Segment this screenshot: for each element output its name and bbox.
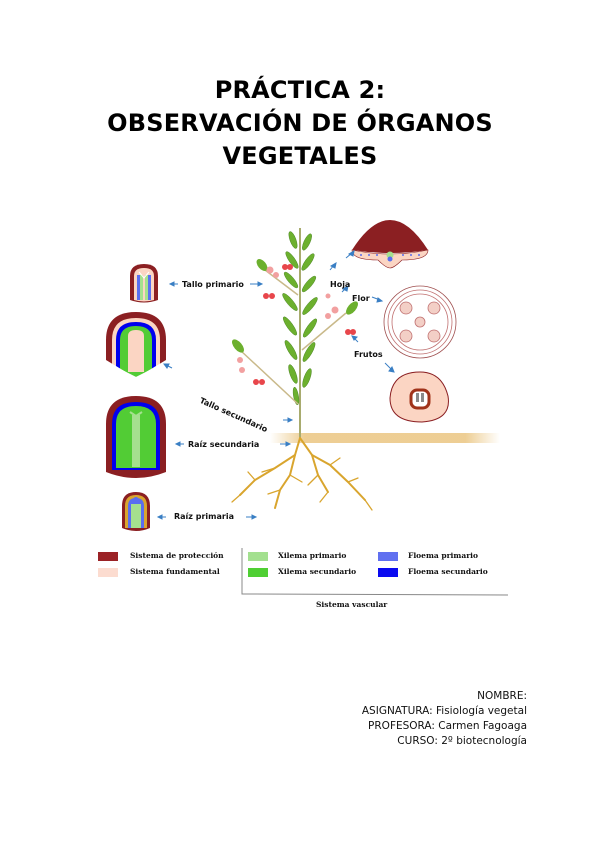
primary-stem-section-icon	[130, 264, 158, 303]
plant-organs-figure: Tallo primario Hoja Flor Frutos Tallo se…	[90, 210, 510, 620]
label-hoja: Hoja	[330, 280, 351, 289]
legend-label-floema-secundario: Floema secundario	[408, 567, 488, 576]
info-asignatura: ASIGNATURA: Fisiología vegetal	[361, 705, 527, 717]
arrow-icons	[156, 249, 395, 520]
legend-label-fundamental: Sistema fundamental	[130, 567, 220, 576]
plant-diagram-illustration	[98, 220, 509, 596]
roots-icon	[231, 437, 373, 511]
info-nombre: NOMBRE:	[477, 690, 527, 702]
legend-swatch-xilema-primario	[248, 552, 268, 561]
secondary-stem-section-icon	[106, 312, 166, 390]
secondary-root-section-icon	[106, 396, 166, 478]
legend-label-xilema-secundario: Xilema secundario	[278, 567, 357, 576]
legend-swatch-proteccion	[98, 552, 118, 561]
title-line-1: PRÁCTICA 2:	[214, 76, 386, 104]
label-raiz-secundaria: Raíz secundaria	[188, 440, 260, 449]
primary-root-section-icon	[122, 492, 150, 531]
leaf-section-icon	[351, 220, 429, 269]
page-title: PRÁCTICA 2: OBSERVACIÓN DE ÓRGANOS VEGET…	[0, 74, 600, 173]
legend-swatch-fundamental	[98, 568, 118, 577]
legend-swatch-xilema-secundario	[248, 568, 268, 577]
title-line-2: OBSERVACIÓN DE ÓRGANOS	[107, 109, 493, 137]
legend-label-xilema-primario: Xilema primario	[278, 551, 347, 560]
label-tallo-primario: Tallo primario	[182, 280, 244, 289]
label-flor: Flor	[352, 294, 370, 303]
student-info-block: NOMBRE: ASIGNATURA: Fisiología vegetal P…	[362, 689, 527, 749]
title-line-3: VEGETALES	[222, 142, 378, 170]
info-curso: CURSO: 2º biotecnología	[397, 735, 527, 747]
label-raiz-primaria: Raíz primaria	[174, 512, 234, 521]
fruit-section-icon	[389, 371, 449, 423]
legend-swatch-floema-secundario	[378, 568, 398, 577]
legend-group-vascular: Sistema vascular	[316, 600, 388, 609]
plant-icon	[232, 228, 358, 438]
legend-label-floema-primario: Floema primario	[408, 551, 478, 560]
vascular-bracket	[241, 548, 509, 596]
soil-band	[270, 433, 500, 443]
legend-label-proteccion: Sistema de protección	[130, 551, 224, 560]
legend-swatch-floema-primario	[378, 552, 398, 561]
flower-section-icon	[383, 285, 457, 359]
info-profesora: PROFESORA: Carmen Fagoaga	[368, 720, 527, 732]
label-frutos: Frutos	[354, 350, 383, 359]
